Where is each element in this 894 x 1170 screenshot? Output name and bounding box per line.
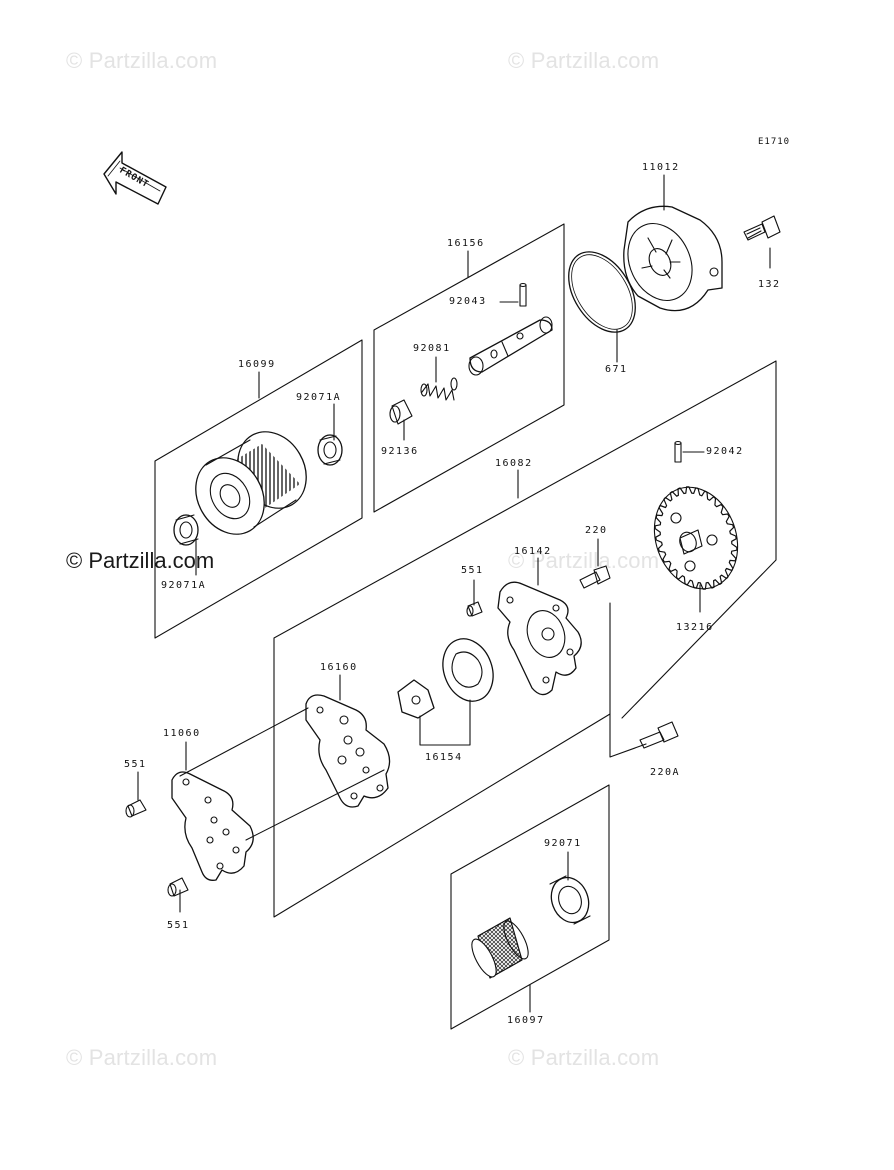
pin-92042 xyxy=(674,440,682,463)
seal-92071 xyxy=(549,875,591,925)
pump-cover-11012 xyxy=(623,205,723,312)
bolt-220 xyxy=(579,565,611,589)
watermark-middle: © Partzilla.com xyxy=(66,548,215,573)
group-box-16082 xyxy=(273,360,777,918)
front-arrow-icon xyxy=(103,151,167,205)
strainer-16097 xyxy=(471,917,529,979)
part-label-92071a-bottom[interactable]: 92071A xyxy=(161,580,207,591)
outer-rotor xyxy=(442,638,494,702)
plunger-92136 xyxy=(389,399,413,425)
part-label-16097[interactable]: 16097 xyxy=(507,1015,545,1026)
part-label-13216[interactable]: 13216 xyxy=(676,622,714,633)
part-label-671[interactable]: 671 xyxy=(605,364,628,375)
pin-92043 xyxy=(519,282,527,307)
part-label-551-top[interactable]: 551 xyxy=(461,565,484,576)
part-label-220a[interactable]: 220A xyxy=(650,767,681,778)
watermark-bottom-right: © Partzilla.com xyxy=(508,1045,660,1070)
pump-body-16142 xyxy=(497,581,582,696)
grommet-92071a-bottom xyxy=(173,514,199,546)
part-label-220[interactable]: 220 xyxy=(585,525,608,536)
dowel-551-bottom xyxy=(167,877,189,897)
part-label-16142[interactable]: 16142 xyxy=(514,546,552,557)
group-box-16156 xyxy=(373,223,565,513)
dowel-551-left xyxy=(125,799,147,818)
watermark-top-right: © Partzilla.com xyxy=(508,48,660,73)
part-label-551-bottom[interactable]: 551 xyxy=(167,920,190,931)
part-label-16099[interactable]: 16099 xyxy=(238,359,276,370)
part-label-132[interactable]: 132 xyxy=(758,279,781,290)
part-label-11012[interactable]: 11012 xyxy=(642,162,680,173)
part-label-92081[interactable]: 92081 xyxy=(413,343,451,354)
part-label-16156[interactable]: 16156 xyxy=(447,238,485,249)
relief-valve-16156 xyxy=(468,316,553,376)
part-label-16154[interactable]: 16154 xyxy=(425,752,463,763)
inner-rotor-16154 xyxy=(397,679,435,719)
group-box-16097 xyxy=(450,784,610,1030)
plate-16160 xyxy=(305,694,391,808)
bolt-132 xyxy=(743,215,781,241)
watermark-middle-faint: © Partzilla.com xyxy=(508,548,660,573)
o-ring-671 xyxy=(568,251,636,333)
part-label-16160[interactable]: 16160 xyxy=(320,662,358,673)
part-label-11060[interactable]: 11060 xyxy=(163,728,201,739)
gasket-11060 xyxy=(171,771,254,881)
dowel-551-top xyxy=(466,601,483,617)
part-label-92043[interactable]: 92043 xyxy=(449,296,487,307)
part-label-16082[interactable]: 16082 xyxy=(495,458,533,469)
watermark-top-left: © Partzilla.com xyxy=(66,48,218,73)
oil-filter-16099 xyxy=(195,431,307,535)
grommet-92071a-top xyxy=(317,434,343,466)
group-box-16099 xyxy=(154,339,363,639)
gear-13216 xyxy=(653,486,739,590)
bolt-220a xyxy=(639,721,679,749)
part-label-92136[interactable]: 92136 xyxy=(381,446,419,457)
part-label-551-left[interactable]: 551 xyxy=(124,759,147,770)
diagram-code: E1710 xyxy=(758,137,791,147)
watermark-bottom-left: © Partzilla.com xyxy=(66,1045,218,1070)
part-label-92071[interactable]: 92071 xyxy=(544,838,582,849)
spring-92081 xyxy=(420,377,458,401)
part-label-92042[interactable]: 92042 xyxy=(706,446,744,457)
part-label-92071a-top[interactable]: 92071A xyxy=(296,392,342,403)
